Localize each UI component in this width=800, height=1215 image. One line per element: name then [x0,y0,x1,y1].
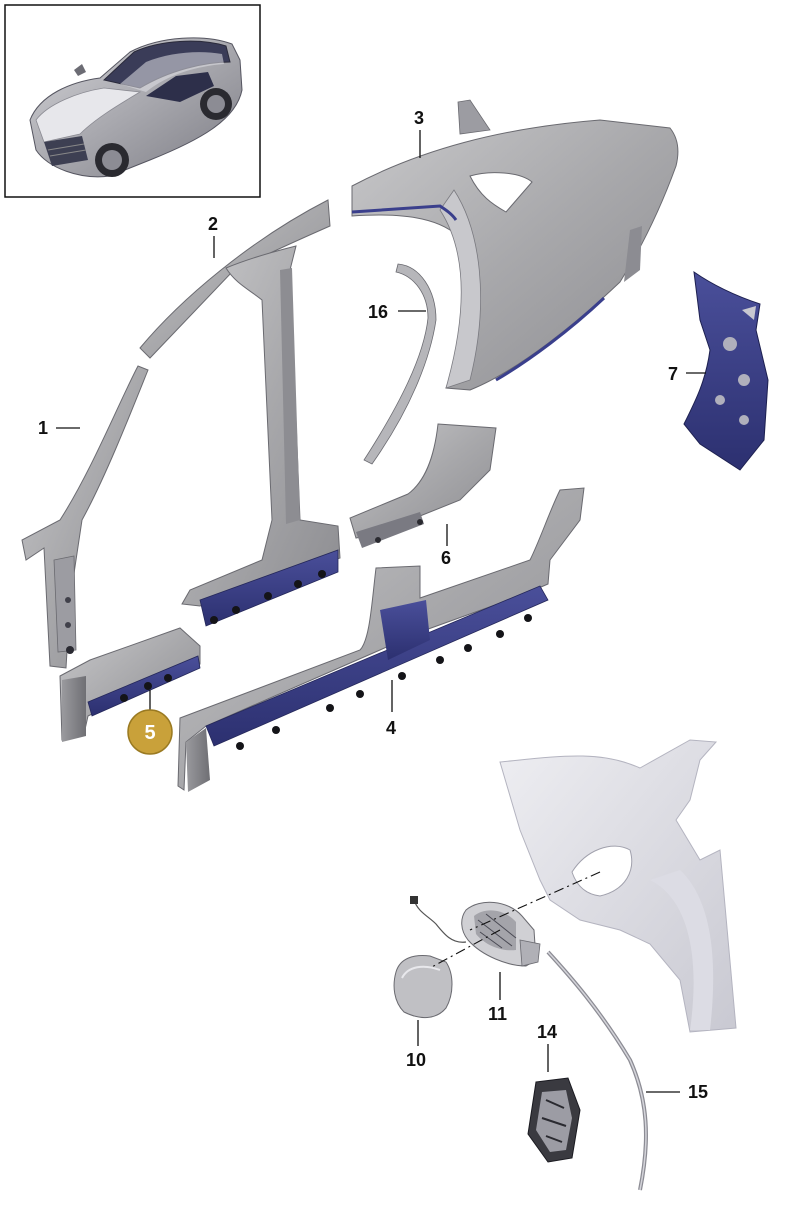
callout-16[interactable]: 16 [368,302,388,322]
callout-5[interactable]: 5 [144,722,155,744]
part-5-front-sill-section [59,627,201,742]
callout-3[interactable]: 3 [414,108,424,128]
part-14-grommet [527,1077,581,1163]
part-2-b-pillar-roof-rail [139,199,341,627]
callout-11[interactable]: 11 [488,1004,507,1024]
callout-1[interactable]: 1 [38,418,48,438]
rear-quarter-detail-view [499,739,737,1033]
highlight-badge-circle [127,709,173,755]
callout-6[interactable]: 6 [441,548,451,568]
callout-15[interactable]: 15 [688,1082,708,1102]
part-11-fuel-filler-housing [410,896,541,967]
part-1-a-pillar [21,365,149,669]
explode-lines [429,871,601,969]
callout-4[interactable]: 4 [386,718,396,738]
part-10-fuel-door [393,955,453,1018]
part-15-drain-hose [546,950,648,1191]
callout-5-highlight-badge[interactable]: 5 [127,709,173,755]
part-3-rear-quarter-panel [351,99,679,391]
callout-2[interactable]: 2 [208,214,218,234]
vehicle-thumbnail [4,4,261,198]
callout-10[interactable]: 10 [406,1050,426,1070]
part-16-seal-strip [363,263,437,465]
part-6-wheel-arch [349,423,497,548]
part-4-rocker-sill [177,487,585,792]
leader-lines [56,130,706,1093]
callout-14[interactable]: 14 [537,1022,557,1042]
part-7-inner-bracket [683,270,769,471]
callout-labels: 1 2 3 4 6 7 10 11 14 15 16 [38,108,708,1102]
callout-7[interactable]: 7 [668,364,678,384]
car-thumbnail-illustration [29,37,243,178]
